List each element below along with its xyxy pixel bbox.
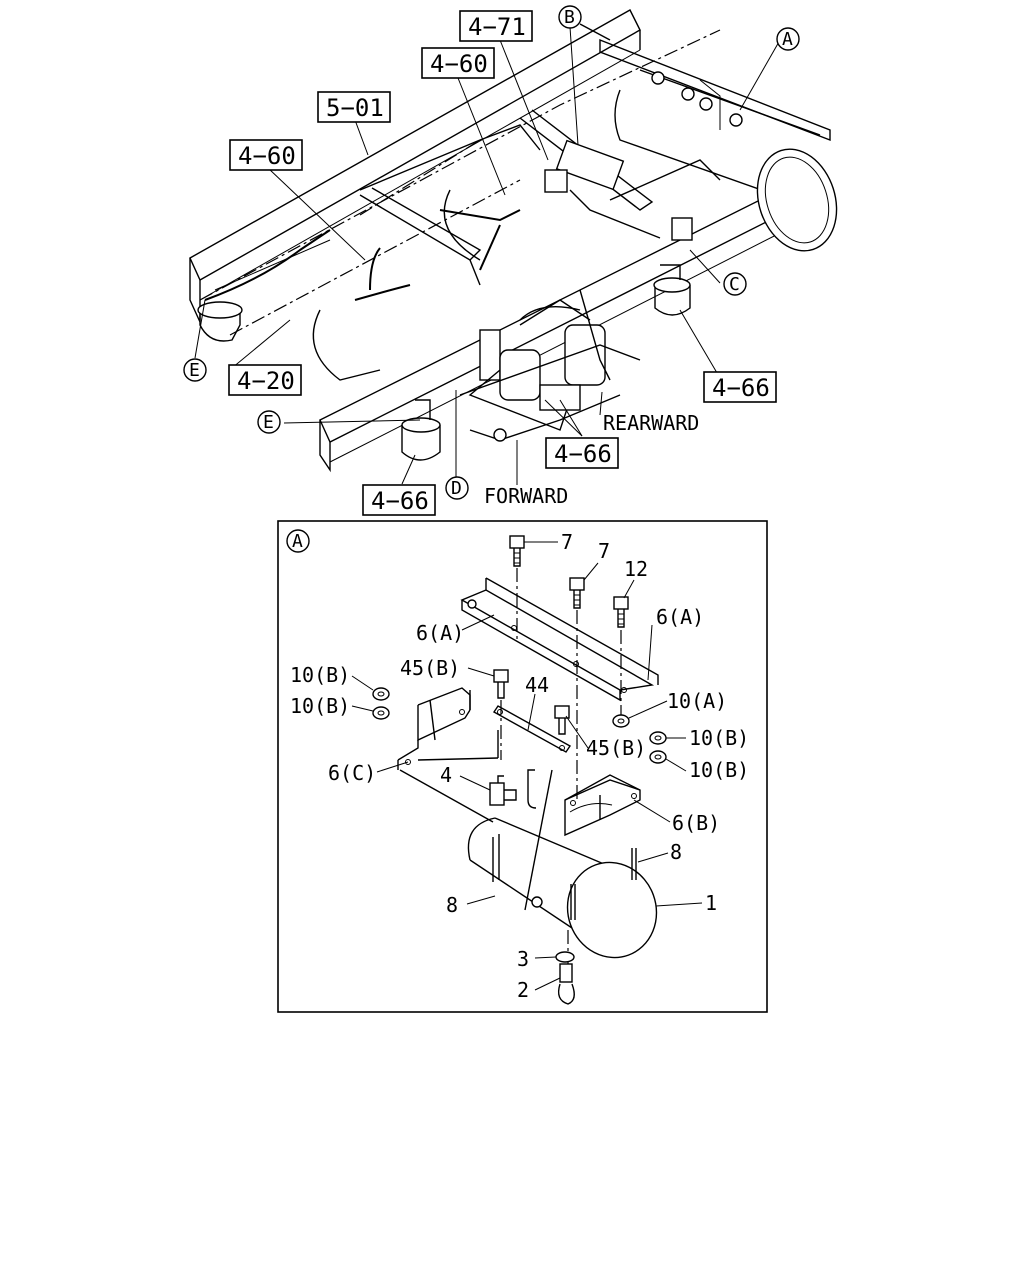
part-label-6b: 6(B) [672, 811, 720, 835]
nut-10b-3 [649, 731, 667, 745]
part-label-10a: 10(A) [667, 689, 727, 713]
ref-code-4-66-bottom: 4−66 [362, 484, 436, 516]
callout-letter: E [263, 412, 274, 433]
left-frame-rail [189, 9, 641, 323]
ref-code-4-66-center: 4−66 [545, 437, 619, 469]
ref-code-text: 4−71 [468, 13, 526, 41]
strap-44 [492, 705, 572, 753]
part-label-8-right: 8 [670, 840, 682, 864]
part-label-45b-2: 45(B) [586, 736, 646, 760]
part-label-8-left: 8 [446, 893, 458, 917]
callout-letter: C [729, 274, 740, 295]
part-label-10b-1: 10(B) [290, 663, 350, 687]
part-label-45b-1: 45(B) [400, 656, 460, 680]
ref-code-text: 4−60 [430, 50, 488, 78]
nut-10a [612, 714, 630, 728]
forward-label: FORWARD [484, 484, 568, 508]
part-label-7b: 7 [598, 539, 610, 563]
callout-c: C [723, 272, 747, 296]
part-label-10b-2: 10(B) [290, 694, 350, 718]
ref-code-text: 5−01 [326, 94, 384, 122]
ref-code-text: 4−66 [712, 374, 770, 402]
rear-air-tank [614, 69, 838, 252]
callout-letter: E [189, 360, 200, 381]
ref-code-4-71: 4−71 [459, 10, 533, 42]
bolt-45b-right [554, 705, 570, 735]
fitting-4 [489, 775, 517, 806]
part-label-6a-right: 6(A) [656, 605, 704, 629]
part-label-44: 44 [525, 673, 549, 697]
bracket-6b [564, 774, 641, 837]
callout-a: A [776, 27, 800, 51]
callout-letter: A [782, 29, 793, 50]
ref-code-5-01: 5−01 [317, 91, 391, 123]
bolt-12 [613, 596, 629, 628]
detail-view-a: A [277, 520, 768, 1013]
rearward-label: REARWARD [603, 411, 699, 435]
part-label-10b-3: 10(B) [689, 726, 749, 750]
drain-cock-2 [557, 963, 575, 1005]
part-label-6a-left: 6(A) [416, 621, 464, 645]
detail-leader-lines [351, 541, 703, 991]
ref-code-4-60-top: 4−60 [421, 47, 495, 79]
callout-letter: B [564, 7, 575, 28]
air-spring-left-rear [197, 301, 243, 342]
air-spring-front-left [401, 399, 441, 461]
air-tank-1 [467, 817, 658, 959]
part-label-1: 1 [705, 891, 717, 915]
ref-code-text: 4−20 [237, 367, 295, 395]
ref-code-text: 4−60 [238, 142, 296, 170]
ref-code-text: 4−66 [554, 440, 612, 468]
bolt-7-right [569, 577, 585, 609]
ref-code-text: 4−66 [371, 487, 429, 515]
part-label-10b-4: 10(B) [689, 758, 749, 782]
callout-b: B [558, 5, 582, 29]
chassis-view: 4−71 4−60 5−01 4−60 4−20 4−66 4−66 4−66 [183, 5, 838, 516]
callout-letter: A [292, 531, 303, 552]
nut-10b-4 [649, 750, 667, 764]
part-label-4: 4 [440, 763, 452, 787]
ref-code-4-20: 4−20 [228, 364, 302, 396]
callout-letter: D [451, 478, 462, 499]
air-spring-right [653, 264, 691, 316]
callout-e-lower: E [257, 410, 281, 434]
angle-bracket-6a [460, 577, 659, 702]
air-hoses [204, 124, 541, 301]
upper-leader-lines [194, 26, 781, 485]
part-label-3: 3 [517, 947, 529, 971]
nut-10b-1 [372, 687, 390, 701]
bolt-45b-left [493, 669, 509, 699]
part-label-12: 12 [624, 557, 648, 581]
part-label-2: 2 [517, 978, 529, 1002]
suspension-assembly [459, 289, 641, 442]
callout-e-left: E [183, 358, 207, 382]
callout-d: D [445, 476, 469, 500]
nut-10b-2 [372, 706, 390, 720]
ref-code-4-66-right: 4−66 [703, 371, 777, 403]
detail-frame [277, 520, 768, 1013]
ref-code-4-60-left: 4−60 [229, 139, 303, 171]
detail-callout-a: A [286, 529, 310, 553]
leveling-valve-block [544, 139, 721, 241]
washer-3 [555, 951, 575, 963]
part-label-7a: 7 [561, 530, 573, 554]
part-label-6c: 6(C) [328, 761, 376, 785]
